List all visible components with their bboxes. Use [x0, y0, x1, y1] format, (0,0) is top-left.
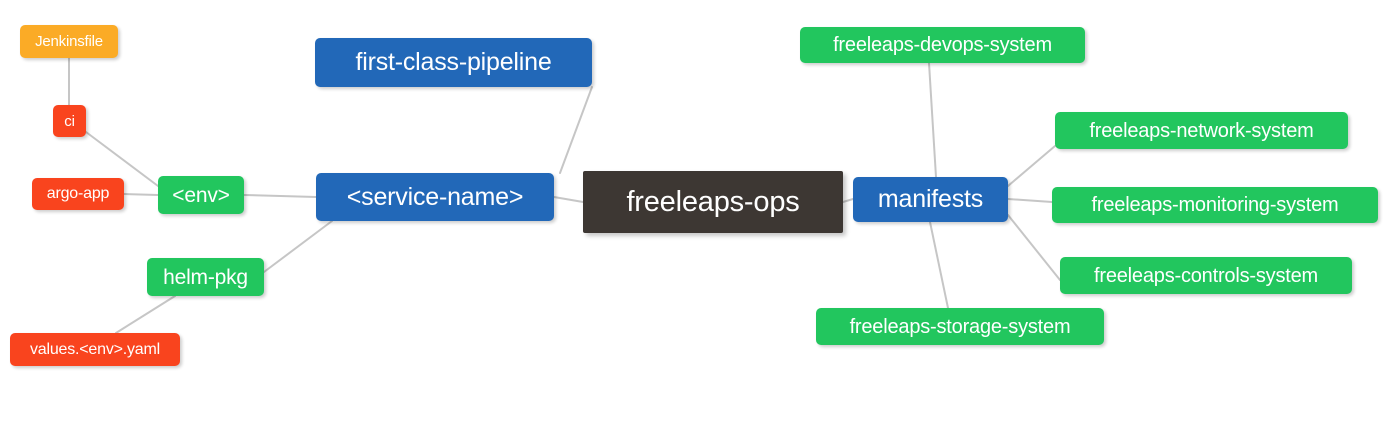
- edge-service-name-to-helm-pkg: [263, 220, 333, 273]
- node-manifests[interactable]: manifests: [853, 177, 1008, 222]
- node-label: values.<env>.yaml: [29, 340, 160, 358]
- node-ci[interactable]: ci: [53, 105, 86, 137]
- edge-env-to-argo-app: [123, 193, 159, 196]
- node-label: freeleaps-storage-system: [849, 315, 1071, 338]
- node-label: freeleaps-ops: [626, 185, 800, 218]
- node-helm-pkg[interactable]: helm-pkg: [147, 258, 264, 296]
- node-env[interactable]: <env>: [158, 176, 244, 214]
- edge-manifests-to-network-system: [1007, 145, 1056, 187]
- edge-root-to-service-name: [553, 196, 584, 203]
- node-controls-system[interactable]: freeleaps-controls-system: [1060, 257, 1352, 294]
- edge-service-name-to-first-class-pipeline: [559, 86, 593, 174]
- node-label: freeleaps-monitoring-system: [1091, 194, 1339, 216]
- edge-manifests-to-monitoring-system: [1007, 198, 1053, 203]
- node-label: argo-app: [46, 185, 110, 202]
- node-argo-app[interactable]: argo-app: [32, 178, 124, 210]
- edge-service-name-to-env: [243, 194, 317, 198]
- node-service-name[interactable]: <service-name>: [316, 173, 554, 221]
- node-jenkinsfile[interactable]: Jenkinsfile: [20, 25, 118, 58]
- node-values-env-yaml[interactable]: values.<env>.yaml: [10, 333, 180, 366]
- node-root[interactable]: freeleaps-ops: [583, 171, 843, 233]
- node-label: helm-pkg: [163, 265, 248, 289]
- node-label: manifests: [877, 185, 984, 213]
- node-devops-system[interactable]: freeleaps-devops-system: [800, 27, 1085, 63]
- node-monitoring-system[interactable]: freeleaps-monitoring-system: [1052, 187, 1378, 223]
- node-label: freeleaps-network-system: [1089, 119, 1314, 142]
- edge-helm-pkg-to-values-env-yaml: [115, 295, 176, 334]
- node-label: freeleaps-controls-system: [1094, 264, 1318, 287]
- edge-manifests-to-storage-system: [929, 221, 949, 309]
- node-label: freeleaps-devops-system: [833, 34, 1052, 56]
- edge-manifests-to-controls-system: [1007, 214, 1061, 281]
- edge-manifests-to-devops-system: [928, 62, 937, 178]
- node-network-system[interactable]: freeleaps-network-system: [1055, 112, 1348, 149]
- node-label: ci: [64, 112, 75, 130]
- node-label: first-class-pipeline: [355, 48, 552, 76]
- node-storage-system[interactable]: freeleaps-storage-system: [816, 308, 1104, 345]
- edge-root-to-manifests: [842, 198, 854, 203]
- node-label: <env>: [172, 183, 230, 207]
- node-first-class-pipeline[interactable]: first-class-pipeline: [315, 38, 592, 87]
- node-label: Jenkinsfile: [35, 33, 103, 50]
- node-label: <service-name>: [346, 182, 524, 211]
